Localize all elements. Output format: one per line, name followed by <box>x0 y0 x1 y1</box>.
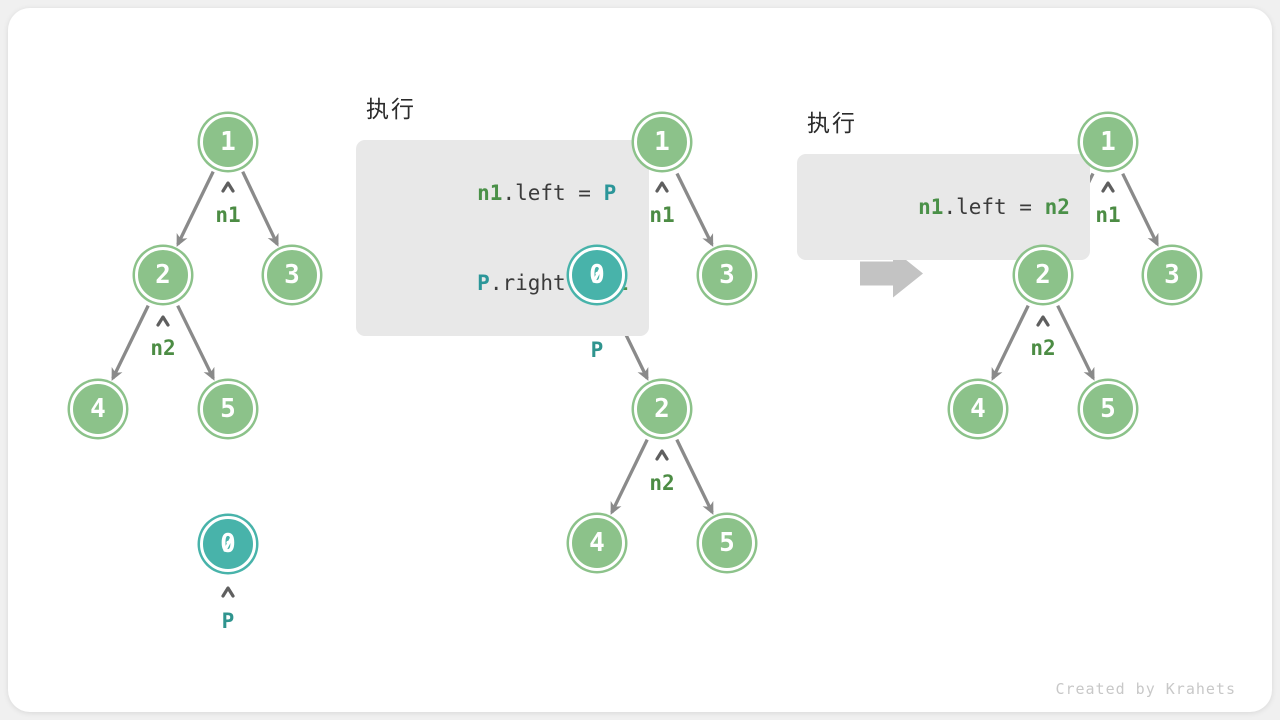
edge-arrow <box>1056 304 1095 381</box>
edge-arrow <box>1121 172 1159 247</box>
tree1-node-4: 4 <box>70 381 126 437</box>
code-box: n1.left = n2 <box>797 154 1090 260</box>
tree2-node-0-p: 0 <box>569 247 625 303</box>
tree1-node-2: 2 <box>135 247 191 303</box>
pointer-label-n2: n2 <box>1030 336 1056 360</box>
caret-up-icon <box>1036 315 1050 327</box>
caret-up-icon <box>156 315 170 327</box>
code-token: n1 <box>918 195 944 219</box>
tree3-node-3: 3 <box>1144 247 1200 303</box>
pointer-label-p: P <box>590 338 604 362</box>
edge-arrow <box>675 438 714 515</box>
code-token: n1 <box>477 181 503 205</box>
code-token: P <box>603 181 617 205</box>
edge-arrow <box>176 304 215 381</box>
tree1-node-5: 5 <box>200 381 256 437</box>
code-token: P <box>477 271 490 295</box>
pointer-label-n1: n1 <box>1095 203 1121 227</box>
pointer-label-n1: n1 <box>649 203 675 227</box>
edge-arrow <box>610 438 649 515</box>
tree2-node-3: 3 <box>699 247 755 303</box>
exec-title: 执行 <box>366 97 416 123</box>
tree2-node-1: 1 <box>634 114 690 170</box>
exec-block-2: 执行 n1.left = n2 <box>797 111 1090 260</box>
edge-arrow <box>111 304 150 381</box>
exec-title: 执行 <box>807 111 857 137</box>
exec-block-1: 执行 n1.left = P P.right = n2 <box>356 97 649 336</box>
caret-up-icon <box>655 449 669 461</box>
code-token: .left = <box>502 181 604 205</box>
transition-arrow-icon <box>860 249 923 298</box>
tree3-node-1: 1 <box>1080 114 1136 170</box>
tree3-node-2: 2 <box>1015 247 1071 303</box>
tree2-node-4: 4 <box>569 515 625 571</box>
tree1-node-1: 1 <box>200 114 256 170</box>
caret-up-icon <box>221 181 235 193</box>
tree2-node-5: 5 <box>699 515 755 571</box>
tree1-node-3: 3 <box>264 247 320 303</box>
edge-arrow <box>991 304 1030 381</box>
code-line: n1.left = n2 <box>817 162 1070 252</box>
tree1-node-0-p: 0 <box>200 516 256 572</box>
pointer-label-n2: n2 <box>649 471 675 495</box>
tree3-node-5: 5 <box>1080 381 1136 437</box>
code-token: .left = <box>943 195 1045 219</box>
edge-arrow <box>241 170 279 247</box>
tree2-node-2: 2 <box>634 381 690 437</box>
pointer-label-n1: n1 <box>215 203 241 227</box>
code-token: n2 <box>1044 195 1070 219</box>
code-box: n1.left = P P.right = n2 <box>356 140 649 336</box>
tree3-node-4: 4 <box>950 381 1006 437</box>
pointer-label-p: P <box>221 609 235 633</box>
pointer-label-n2: n2 <box>150 336 176 360</box>
caret-up-icon <box>221 586 235 598</box>
edge-arrow <box>176 170 215 247</box>
edge-arrow <box>675 172 714 247</box>
code-line: n1.left = P <box>376 148 629 238</box>
caret-up-icon <box>1101 181 1115 193</box>
caret-up-icon <box>655 181 669 193</box>
watermark-credit: Created by Krahets <box>1055 680 1236 698</box>
